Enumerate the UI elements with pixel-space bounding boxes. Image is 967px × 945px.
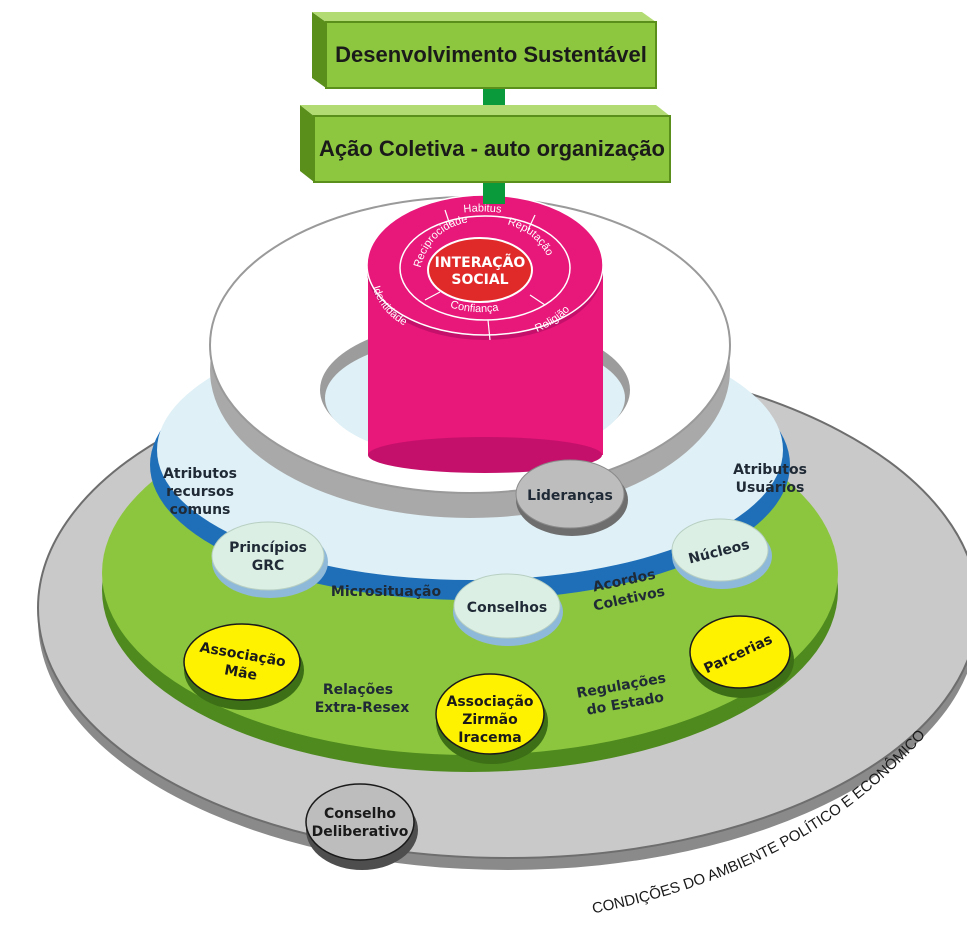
- node-associacao-zirmao-label-2: Zirmão: [462, 712, 518, 728]
- node-conselho-deliberativo: [305, 783, 418, 870]
- label-relacoes-2: Extra-Resex: [315, 700, 410, 716]
- core-term-habitus: Habitus: [463, 202, 503, 215]
- node-principios-label-1: Princípios: [229, 540, 307, 556]
- core-cylinder: [366, 194, 604, 473]
- node-associacao-mae-label-2: Mãe: [223, 662, 258, 683]
- node-parcerias: [689, 615, 794, 698]
- label-atributos-usuarios-2: Usuários: [736, 480, 805, 496]
- label-atributos-recursos-2: recursos: [166, 484, 234, 500]
- node-associacao-zirmao-label-3: Iracema: [458, 730, 521, 746]
- node-associacao-zirmao: [435, 673, 548, 764]
- box-desenvolvimento: [312, 12, 657, 89]
- label-atributos-recursos-1: Atributos: [163, 466, 237, 482]
- node-principios: [211, 521, 328, 598]
- box-desenvolvimento-label: Desenvolvimento Sustentável: [335, 42, 647, 67]
- label-atributos-usuarios-1: Atributos: [733, 462, 807, 478]
- node-nucleos: [671, 518, 772, 589]
- node-associacao-mae: [183, 623, 304, 710]
- label-microsituacao: Microsituação: [331, 584, 442, 600]
- node-liderancas-label: Lideranças: [527, 488, 613, 504]
- core-label-line2: SOCIAL: [451, 272, 508, 288]
- node-conselhos: [453, 573, 563, 646]
- node-principios-label-2: GRC: [252, 558, 285, 574]
- core-label-line1: INTERAÇÃO: [435, 254, 526, 271]
- node-conselho-deliberativo-label-2: Deliberativo: [312, 824, 409, 840]
- node-conselhos-label: Conselhos: [467, 600, 547, 616]
- box-acao-coletiva-label: Ação Coletiva - auto organização: [319, 136, 665, 161]
- label-atributos-recursos-3: comuns: [170, 502, 231, 518]
- node-conselho-deliberativo-label-1: Conselho: [324, 806, 396, 822]
- label-relacoes-1: Relações: [323, 682, 393, 698]
- node-liderancas: [515, 459, 628, 536]
- node-associacao-zirmao-label-1: Associação: [446, 694, 533, 710]
- box-acao-coletiva: [300, 105, 671, 183]
